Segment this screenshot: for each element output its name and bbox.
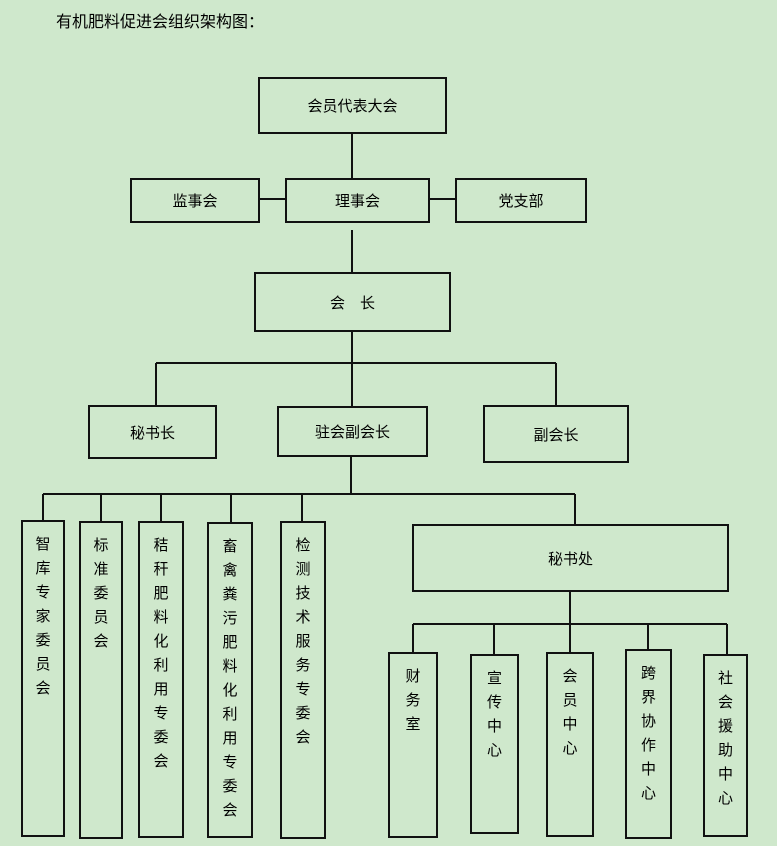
node-center-membership: 会员中心 bbox=[546, 652, 594, 837]
center-label: 跨界协作中心 bbox=[640, 651, 658, 837]
node-resident-vp: 驻会副会长 bbox=[277, 406, 428, 457]
node-committee-straw: 秸秆肥料化利用专委会 bbox=[138, 521, 184, 838]
node-secretary-general: 秘书长 bbox=[88, 405, 217, 459]
node-vice-president: 副会长 bbox=[483, 405, 629, 463]
node-center-cross-border: 跨界协作中心 bbox=[625, 649, 672, 839]
node-committee-think-tank: 智库专家委员会 bbox=[21, 520, 65, 837]
node-supervisory: 监事会 bbox=[130, 178, 260, 223]
node-president: 会 长 bbox=[254, 272, 451, 332]
node-center-publicity: 宣传中心 bbox=[470, 654, 519, 834]
center-label: 财务室 bbox=[404, 654, 422, 836]
node-party: 党支部 bbox=[455, 178, 587, 223]
node-council: 理事会 bbox=[285, 178, 430, 223]
center-label: 会员中心 bbox=[561, 654, 579, 835]
node-committee-standards: 标准委员会 bbox=[79, 521, 123, 839]
center-label: 社会援助中心 bbox=[717, 656, 735, 835]
center-label: 宣传中心 bbox=[486, 656, 504, 832]
node-committee-testing: 检测技术服务专委会 bbox=[280, 521, 326, 839]
committee-label: 标准委员会 bbox=[92, 523, 110, 837]
committee-label: 畜禽粪污肥料化利用专委会 bbox=[221, 524, 239, 836]
node-center-social-aid: 社会援助中心 bbox=[703, 654, 748, 837]
node-center-finance: 财务室 bbox=[388, 652, 438, 838]
committee-label: 秸秆肥料化利用专委会 bbox=[152, 523, 170, 836]
node-secretariat: 秘书处 bbox=[412, 524, 729, 592]
committee-label: 智库专家委员会 bbox=[34, 522, 52, 835]
committee-label: 检测技术服务专委会 bbox=[294, 523, 312, 837]
node-committee-livestock: 畜禽粪污肥料化利用专委会 bbox=[207, 522, 253, 838]
node-assembly: 会员代表大会 bbox=[258, 77, 447, 134]
